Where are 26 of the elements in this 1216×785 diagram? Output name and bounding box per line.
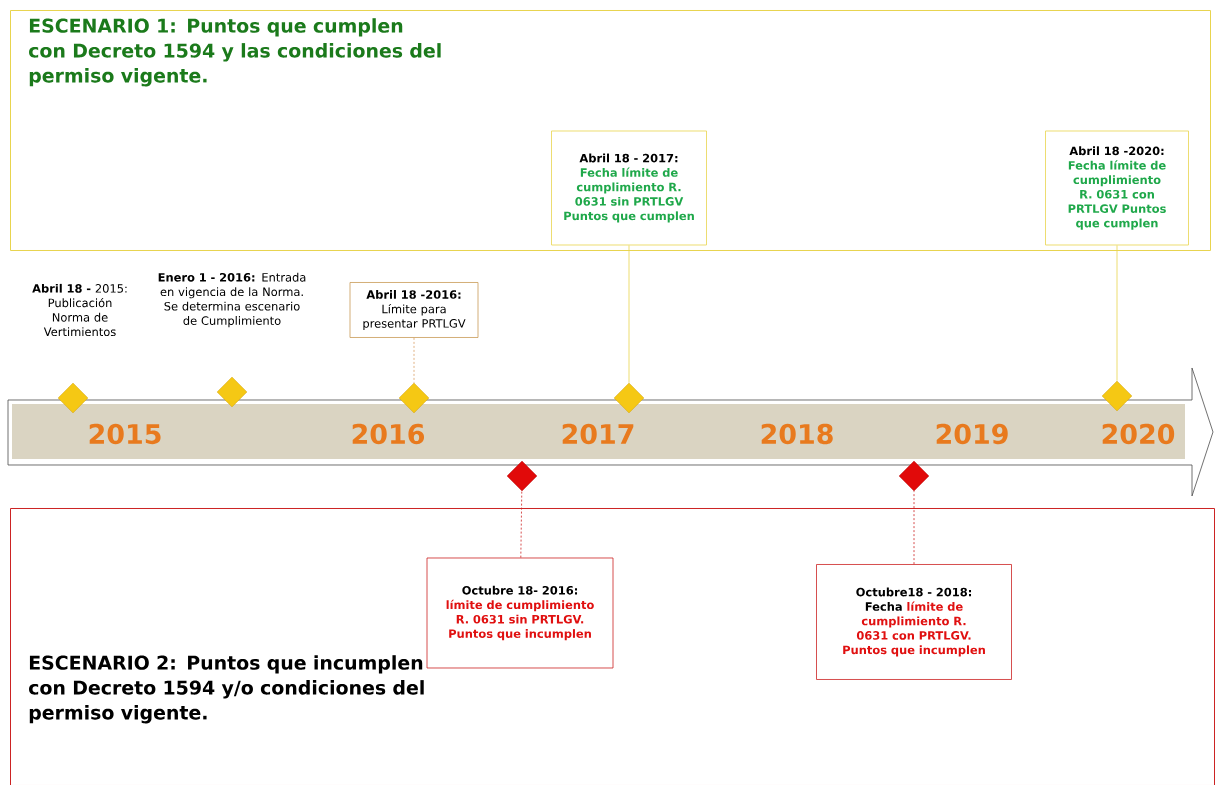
date-label: Enero 1 - 2016: Entrada en vigencia de la Norma. Se determina escenario de Cumplimiento: [158, 272, 306, 328]
milestone-diamond: [1101, 380, 1133, 412]
milestone-diamond: [506, 460, 538, 492]
leader-line: [913, 490, 915, 565]
leader-line: [1116, 245, 1118, 382]
milestone-diamond: [398, 382, 430, 414]
leader-line: [520, 490, 523, 558]
event-box: Abril 18 - 2017: Fecha límite de cumplimiento R. 0631 sin PRTLGV Puntos que cumplen: [551, 130, 707, 246]
milestone-diamond: [57, 382, 89, 414]
year-label: 2019: [936, 423, 1008, 445]
year-label: 2016: [352, 423, 424, 445]
timeline-arrow: [7, 367, 1214, 497]
event-box: Octubre18 - 2018: Fecha límite de cumplimiento R. 0631 con PRTLGV. Puntos que incumplen: [816, 564, 1012, 680]
year-label: 2017: [562, 423, 634, 445]
event-box: Abril 18 -2016: Límite para presentar PRTLGV: [349, 282, 479, 338]
year-label: 2018: [761, 423, 833, 445]
date-label: Abril 18 - 2015: Publicación Norma de Vertimientos: [32, 283, 127, 337]
leader-line: [413, 337, 415, 384]
milestone-diamond: [613, 382, 645, 414]
event-box: Octubre 18- 2016: límite de cumplimiento R. 0631 sin PRTLGV. Puntos que incumplen: [426, 557, 614, 669]
milestone-diamond: [898, 460, 930, 492]
year-label: 2020: [1102, 423, 1175, 445]
event-box: Abril 18 -2020: Fecha límite de cumplimiento R. 0631 con PRTLGV Puntos que cumplen: [1045, 130, 1189, 246]
milestone-diamond: [216, 376, 248, 408]
year-label: 2015: [89, 423, 161, 445]
leader-line: [628, 245, 630, 384]
